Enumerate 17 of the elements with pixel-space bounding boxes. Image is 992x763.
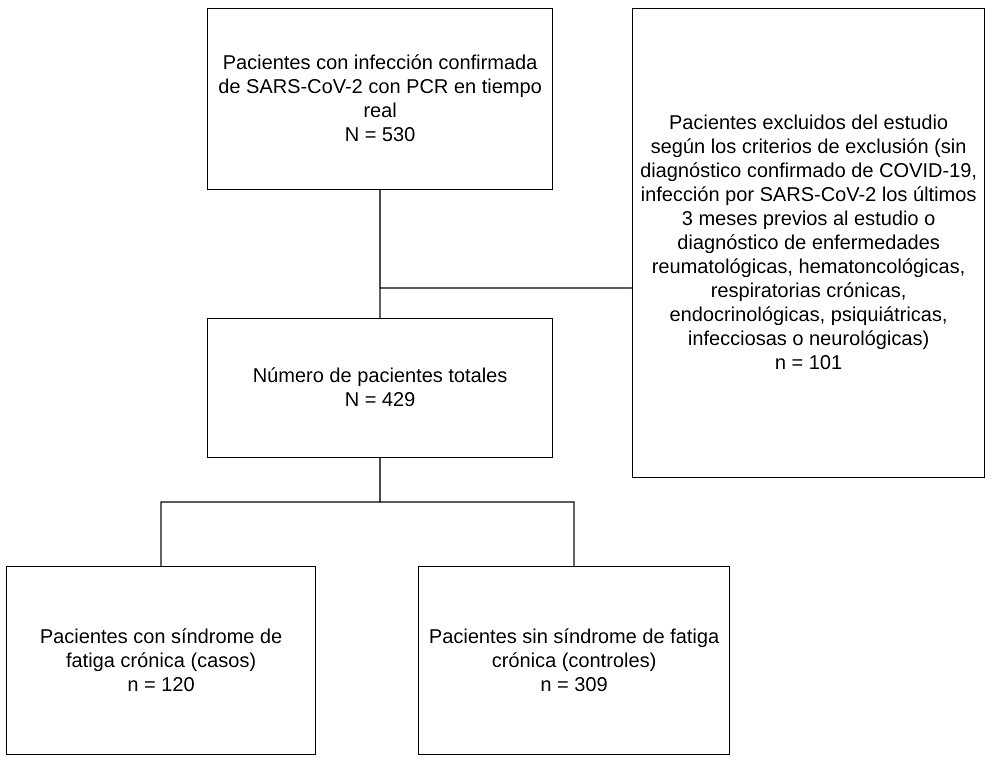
box-text: Pacientes excluidos del estudio según los criterios de exclusión (sin diagnóstico confirmado de COVID-19, infección por SARS-CoV-2 los últimos 3 meses previos al estudio o diagnóstico de enfermedades reumatológicas, hematoncológicas, respiratorias crónicas, endocrinológicas, psiquiátricas, infecciosas o neurológicas) bbox=[639, 111, 978, 351]
box-text: Pacientes con síndrome de fatiga crónica (casos) bbox=[38, 624, 284, 672]
box-text: N = 530 bbox=[344, 123, 416, 147]
box-text: Pacientes sin síndrome de fatiga crónica (controles) bbox=[428, 624, 720, 672]
box-text: Pacientes con infección confirmada de SARS-CoV-2 con PCR en tiempo real bbox=[217, 51, 543, 123]
process-box bbox=[207, 8, 553, 190]
connector-line bbox=[379, 190, 632, 289]
process-box bbox=[418, 566, 730, 755]
box-text: n = 101 bbox=[774, 351, 842, 375]
connector-line bbox=[379, 458, 575, 566]
box-text: n = 120 bbox=[127, 672, 195, 696]
box-text: n = 309 bbox=[540, 672, 608, 696]
process-box bbox=[6, 566, 316, 755]
process-box bbox=[632, 8, 985, 478]
box-text: Número de pacientes totales bbox=[252, 364, 508, 388]
process-box bbox=[207, 318, 553, 458]
box-text: N = 429 bbox=[344, 388, 416, 412]
